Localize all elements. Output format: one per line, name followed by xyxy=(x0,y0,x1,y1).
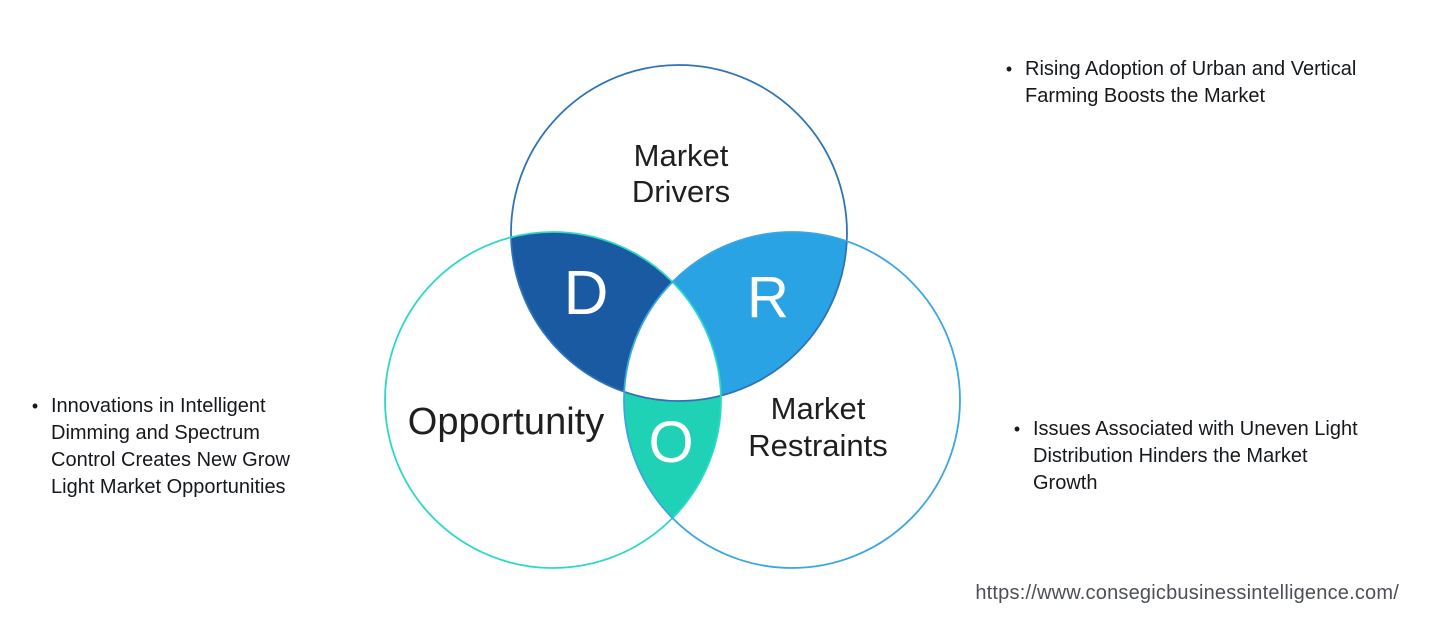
opportunity-bullet-line: Innovations in Intelligent xyxy=(51,395,266,417)
opportunity-bullet-text: Innovations in Intelligent Dimming and S… xyxy=(51,393,290,501)
restraints-bullet-line: Issues Associated with Uneven Light xyxy=(1033,418,1358,440)
restraints-bullet-line: Distribution Hinders the Market xyxy=(1033,445,1308,467)
drivers-bullet: • Rising Adoption of Urban and Vertical … xyxy=(1002,56,1442,110)
opportunity-bullet: • Innovations in Intelligent Dimming and… xyxy=(28,393,348,501)
restraints-circle-outline xyxy=(623,231,961,569)
letter-d: D xyxy=(564,259,609,328)
opportunity-circle-outline xyxy=(384,231,722,569)
bullet-marker: • xyxy=(1013,419,1021,439)
restraints-label-line2: Restraints xyxy=(748,428,888,463)
opportunity-label: Opportunity xyxy=(408,401,604,443)
drivers-label-line1: Market xyxy=(634,138,729,173)
bullet-marker: • xyxy=(1005,59,1013,79)
letter-o: O xyxy=(648,410,693,475)
opportunity-bullet-line: Control Creates New Grow xyxy=(51,449,290,471)
restraints-bullet-text: Issues Associated with Uneven Light Dist… xyxy=(1033,416,1358,497)
letter-r: R xyxy=(747,265,789,330)
drivers-bullet-text: Rising Adoption of Urban and Vertical Fa… xyxy=(1025,56,1356,110)
drivers-bullet-line: Farming Boosts the Market xyxy=(1025,85,1266,107)
drivers-label-line2: Drivers xyxy=(632,174,730,209)
opportunity-bullet-line: Light Market Opportunities xyxy=(51,476,286,498)
restraints-bullet: • Issues Associated with Uneven Light Di… xyxy=(1010,416,1440,497)
drivers-circle-outline xyxy=(510,64,848,402)
restraints-bullet-line: Growth xyxy=(1033,472,1098,494)
source-url: https://www.consegicbusinessintelligence… xyxy=(975,582,1399,604)
drivers-bullet-line: Rising Adoption of Urban and Vertical xyxy=(1025,58,1357,80)
opportunity-bullet-line: Dimming and Spectrum xyxy=(51,422,260,444)
restraints-label-line1: Market xyxy=(771,391,866,426)
bullet-marker: • xyxy=(31,396,39,416)
